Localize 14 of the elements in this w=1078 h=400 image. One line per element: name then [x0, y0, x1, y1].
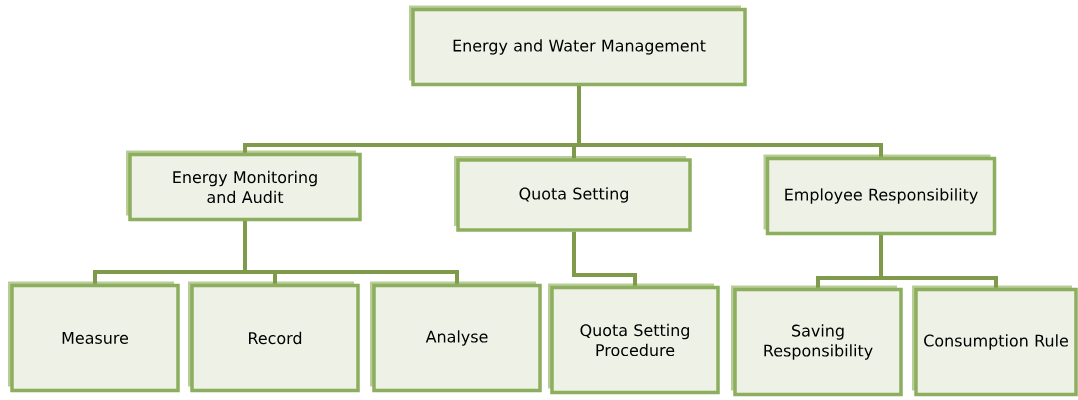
- connector-line: [572, 231, 637, 286]
- box: Measure: [8, 281, 180, 393]
- box: Consumption Rule: [912, 285, 1078, 397]
- box: Quota Setting: [454, 156, 692, 232]
- connector-line: [879, 235, 998, 288]
- box: Analyse: [370, 281, 542, 393]
- box: Quota Setting Procedure: [548, 283, 720, 395]
- connector-line: [577, 86, 883, 157]
- box: Energy and Water Management: [409, 5, 747, 87]
- box: Record: [188, 281, 360, 393]
- box: Saving Responsibility: [731, 285, 903, 397]
- box: Employee Responsibility: [763, 154, 997, 236]
- connector-line: [243, 221, 459, 284]
- box: Energy Monitoring and Audit: [126, 150, 362, 222]
